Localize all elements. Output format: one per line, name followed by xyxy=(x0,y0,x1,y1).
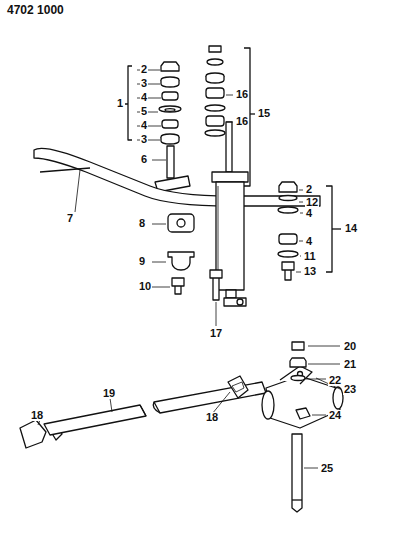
callout-number: 4 xyxy=(305,208,313,219)
callout-number: 13 xyxy=(303,266,317,277)
callout-number: 4 xyxy=(305,236,313,247)
callout-number: 4 xyxy=(140,92,148,103)
callout-number: 15 xyxy=(257,108,271,119)
callout-number: 18 xyxy=(205,412,219,423)
callout-number: 18 xyxy=(30,410,44,421)
callout-number: 12 xyxy=(305,197,319,208)
callout-number: 1 xyxy=(116,98,124,109)
callout-number: 2 xyxy=(140,64,148,75)
callout-number: 14 xyxy=(344,223,358,234)
callout-number: 8 xyxy=(138,218,146,229)
callout-number: 4 xyxy=(140,120,148,131)
callout-number: 10 xyxy=(138,281,152,292)
callout-number: 16 xyxy=(235,89,249,100)
callout-number: 3 xyxy=(140,134,148,145)
callout-number: 5 xyxy=(140,106,148,117)
callout-number: 24 xyxy=(328,410,342,421)
callout-number: 22 xyxy=(328,375,342,386)
callout-number: 3 xyxy=(140,78,148,89)
callout-number: 6 xyxy=(140,154,148,165)
callout-number: 2 xyxy=(305,184,313,195)
callout-number: 7 xyxy=(66,213,74,224)
callout-number: 11 xyxy=(303,251,317,262)
diagram-number: 4702 1000 xyxy=(6,4,65,16)
callout-number: 17 xyxy=(209,328,223,339)
callout-number: 21 xyxy=(343,359,357,370)
callout-number: 23 xyxy=(343,384,357,395)
callout-number: 19 xyxy=(102,388,116,399)
callout-number: 9 xyxy=(138,256,146,267)
callout-number: 20 xyxy=(343,341,357,352)
callout-number: 25 xyxy=(320,463,334,474)
callout-number: 16 xyxy=(235,116,249,127)
